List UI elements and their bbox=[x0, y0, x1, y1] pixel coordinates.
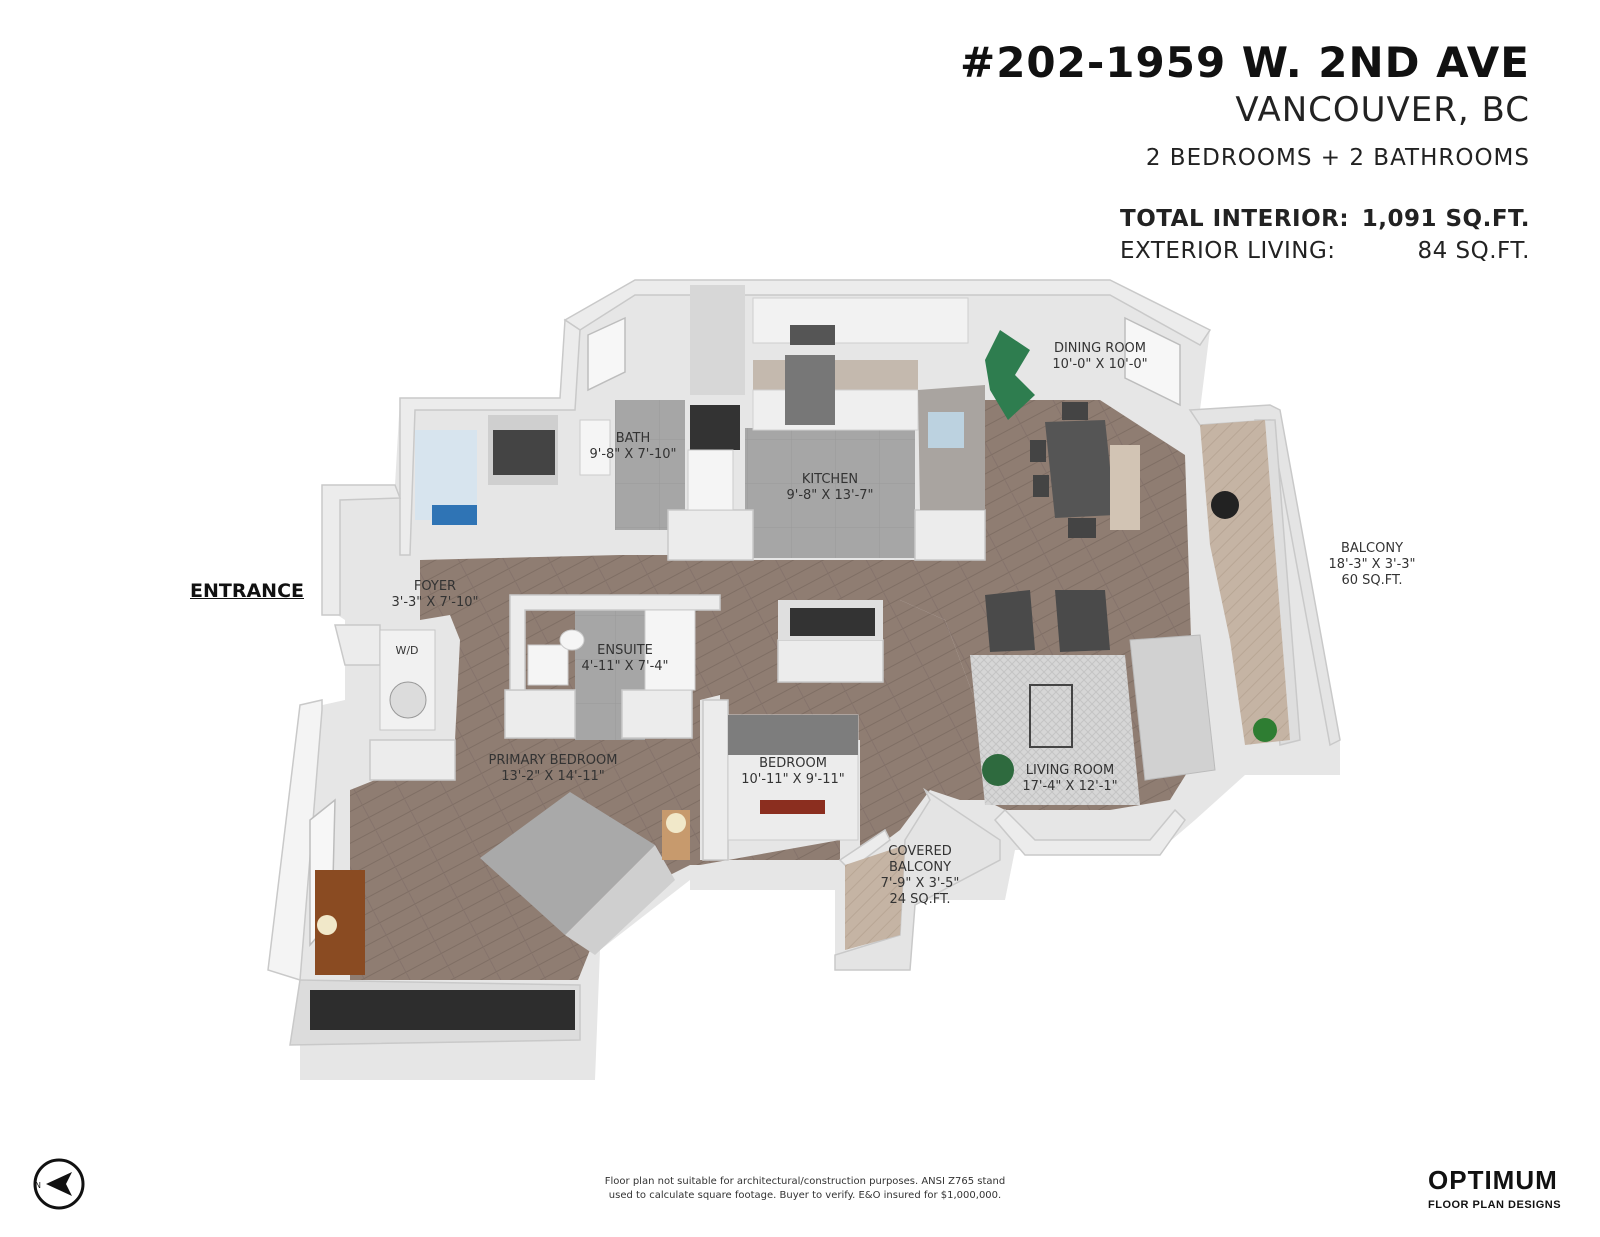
room-dims: 18'-3" X 3'-3" bbox=[1328, 557, 1416, 572]
room-area: 60 SQ.FT. bbox=[1341, 573, 1403, 588]
label-washer-dryer: W/D bbox=[395, 643, 418, 659]
room-dims: 3'-3" X 7'-10" bbox=[391, 595, 479, 610]
bedroom-furniture bbox=[310, 415, 883, 1030]
property-address: #202-1959 W. 2ND AVE bbox=[960, 38, 1530, 87]
fridge-icon bbox=[690, 405, 740, 450]
closet-icon bbox=[493, 430, 555, 475]
room-name: W/D bbox=[395, 644, 419, 657]
closet-icon bbox=[310, 990, 575, 1030]
bath-window bbox=[587, 316, 626, 392]
armchair-icon bbox=[985, 590, 1035, 652]
closet-icon bbox=[790, 608, 875, 636]
plant-icon bbox=[985, 330, 1035, 420]
compass-letter: N bbox=[35, 1181, 41, 1190]
plant-icon bbox=[982, 754, 1014, 786]
label-balcony: BALCONY 18'-3" X 3'-3" 60 SQ.FT. bbox=[1328, 541, 1415, 589]
room-name: COVERED bbox=[888, 844, 952, 859]
room-dims: 13'-2" X 14'-11" bbox=[501, 769, 605, 784]
label-bedroom: BEDROOM 10'-11" X 9'-11" bbox=[741, 756, 845, 788]
room-dims: 7'-9" X 3'-5" bbox=[880, 876, 960, 891]
label-kitchen: KITCHEN 9'-8" X 13'-7" bbox=[786, 472, 873, 504]
tile-floors bbox=[575, 400, 915, 740]
exterior-area-row: EXTERIOR LIVING: 84 SQ.FT. bbox=[1120, 238, 1530, 264]
room-dims: 10'-0" X 10'-0" bbox=[1052, 357, 1148, 372]
range-icon bbox=[785, 355, 835, 425]
room-name: ENSUITE bbox=[597, 643, 653, 658]
vanity-icon bbox=[527, 644, 569, 686]
exterior-area-value: 84 SQ.FT. bbox=[1417, 238, 1530, 264]
dining-window bbox=[1124, 316, 1181, 407]
armchair-icon bbox=[1055, 590, 1110, 652]
interior-area-value: 1,091 SQ.FT. bbox=[1361, 206, 1530, 232]
property-city: VANCOUVER, BC bbox=[1235, 90, 1530, 130]
label-covered-balcony: COVERED BALCONY 7'-9" X 3'-5" 24 SQ.FT. bbox=[881, 844, 960, 908]
logo-sub-text: FLOOR PLAN DESIGNS bbox=[1428, 1199, 1562, 1211]
room-dims: 17'-4" X 12'-1" bbox=[1022, 779, 1118, 794]
sink-icon bbox=[928, 412, 964, 448]
room-dims: 9'-8" X 13'-7" bbox=[786, 488, 874, 503]
logo-main-text: OPTIMUM bbox=[1428, 1165, 1558, 1195]
interior-area-row: TOTAL INTERIOR: 1,091 SQ.FT. bbox=[1120, 206, 1530, 232]
label-primary-bedroom: PRIMARY BEDROOM 13'-2" X 14'-11" bbox=[489, 753, 618, 785]
label-ensuite: ENSUITE 4'-11" X 7'-4" bbox=[581, 643, 668, 675]
interior-area-label: TOTAL INTERIOR: bbox=[1120, 206, 1350, 232]
living-furniture bbox=[970, 590, 1216, 805]
compass-north-icon: N bbox=[33, 1158, 85, 1210]
dining-furniture bbox=[985, 330, 1140, 538]
room-dims: 4'-11" X 7'-4" bbox=[581, 659, 669, 674]
balcony-deck bbox=[845, 420, 1290, 950]
sofa-icon bbox=[1129, 634, 1216, 781]
entrance-label: ENTRANCE bbox=[190, 580, 304, 602]
bed-bath-summary: 2 BEDROOMS + 2 BATHROOMS bbox=[1145, 145, 1530, 171]
room-name: KITCHEN bbox=[801, 472, 859, 487]
room-name: DINING ROOM bbox=[1053, 341, 1147, 356]
room-name: BATH bbox=[615, 431, 651, 446]
room-dims: 9'-8" X 7'-10" bbox=[589, 447, 677, 462]
room-name: LIVING ROOM bbox=[1025, 763, 1115, 778]
primary-bed-icon bbox=[480, 792, 655, 935]
room-name: PRIMARY BEDROOM bbox=[488, 753, 618, 768]
bench-icon bbox=[1110, 445, 1140, 530]
bath-fixtures bbox=[379, 419, 696, 731]
room-name: BALCONY bbox=[888, 860, 952, 875]
label-dining: DINING ROOM 10'-0" X 10'-0" bbox=[1052, 341, 1147, 373]
room-name: FOYER bbox=[413, 579, 457, 594]
room-name: BEDROOM bbox=[759, 756, 827, 771]
kitchen-cabinets bbox=[687, 285, 985, 511]
brand-logo: OPTIMUM FLOOR PLAN DESIGNS bbox=[1428, 1165, 1573, 1215]
label-bath: BATH 9'-8" X 7'-10" bbox=[589, 431, 676, 463]
toilet-icon bbox=[579, 419, 611, 476]
label-foyer: FOYER 3'-3" X 7'-10" bbox=[391, 579, 478, 611]
dining-table-icon bbox=[1045, 420, 1115, 518]
room-name: BALCONY bbox=[1340, 541, 1404, 556]
room-dims: 10'-11" X 9'-11" bbox=[741, 772, 845, 787]
exterior-area-label: EXTERIOR LIVING: bbox=[1120, 238, 1336, 264]
patio-table-icon bbox=[1211, 491, 1239, 519]
coffee-table-icon bbox=[1029, 684, 1073, 748]
toilet-icon bbox=[559, 629, 585, 651]
label-living-room: LIVING ROOM 17'-4" X 12'-1" bbox=[1022, 763, 1117, 795]
room-area: 24 SQ.FT. bbox=[889, 892, 951, 907]
plant-icon bbox=[1253, 718, 1277, 742]
tub-icon bbox=[644, 609, 696, 691]
disclaimer-text: Floor plan not suitable for architectura… bbox=[604, 1176, 1006, 1201]
